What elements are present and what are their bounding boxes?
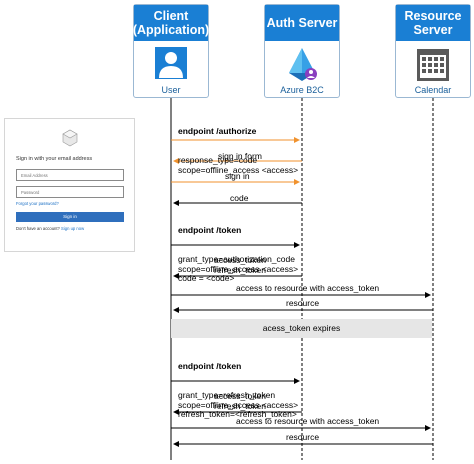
forgot-password-link[interactable]: Forgot your password? [16, 201, 59, 206]
client-subtitle: User [161, 85, 181, 95]
azure-b2c-icon [265, 45, 339, 85]
tokens1-label: access_token refresh_token [214, 255, 266, 275]
token1-title: endpoint /token [178, 225, 242, 236]
sign-in-label: sign in [225, 171, 250, 181]
token1-request-label: endpoint /token grant_type=authorization… [178, 207, 298, 293]
auth-subtitle: Azure B2C [280, 85, 324, 95]
sign-in-card: Sign in with your email address Email Ad… [4, 118, 135, 252]
access1-label: access to resource with access_token [236, 283, 380, 293]
auth-title: Auth Server [265, 5, 339, 41]
authorize-request-label: endpoint /authorize response_type=code s… [178, 108, 298, 185]
sign-in-button[interactable]: Sign in [16, 212, 124, 222]
token1-params: grant_type=authorization_code scope=offl… [178, 253, 299, 284]
token2-request-label: endpoint /token grant_type=refresh_token… [178, 343, 298, 429]
authorize-title: endpoint /authorize [178, 126, 257, 137]
token-expires-band: acess_token expires [171, 319, 432, 338]
resource1-label: resource [286, 298, 320, 308]
email-field[interactable]: Email Address [16, 169, 124, 181]
code-label: code [230, 193, 249, 203]
auth-actor: Auth Server Azure B2C [264, 4, 340, 98]
user-icon [134, 45, 208, 85]
access2-label: access to resource with access_token [236, 416, 380, 426]
calendar-icon [396, 45, 470, 85]
tokens2-label: access_token refresh_token [214, 391, 266, 411]
token2-params: grant_type=refresh_token scope=offline_a… [178, 389, 299, 420]
token2-title: endpoint /token [178, 361, 242, 372]
resource-title: Resource Server [396, 5, 470, 41]
sign-up-link[interactable]: Sign up now [61, 226, 85, 231]
resource-actor: Resource Server Calendar [395, 4, 471, 98]
sign-in-form-label: sign in form [218, 151, 262, 161]
b2c-logo-icon [61, 129, 79, 152]
sign-in-title: Sign in with your email address [16, 156, 93, 162]
password-field[interactable]: Password [16, 186, 124, 198]
client-actor: Client (Application) User [133, 4, 209, 98]
no-account-label: Don't have an account? [16, 226, 60, 231]
resource-subtitle: Calendar [414, 85, 452, 95]
authorize-params: response_type=code scope=offline_access … [178, 154, 299, 175]
client-title: Client (Application) [133, 5, 209, 41]
resource2-label: resource [286, 432, 320, 442]
no-account-text: Don't have an account? Sign up now [16, 226, 84, 231]
